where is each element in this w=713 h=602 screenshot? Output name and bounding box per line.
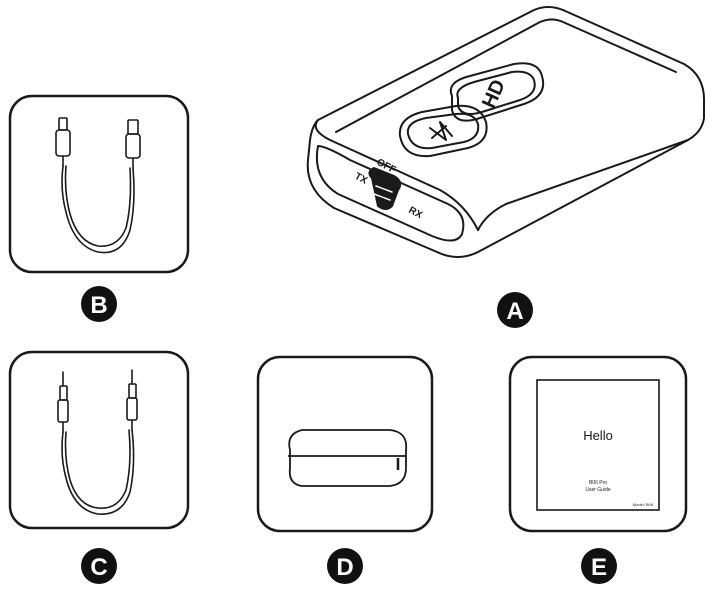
badge-d: D bbox=[327, 548, 363, 584]
usb-cable-illustration bbox=[55, 117, 141, 254]
device-top-bevel bbox=[335, 18, 677, 133]
badge-b: B bbox=[81, 286, 117, 322]
device-top-edge bbox=[314, 119, 479, 231]
badge-d-label: D bbox=[336, 554, 353, 581]
usb-cable-panel bbox=[8, 94, 190, 274]
guide-footer: Model: B06 bbox=[633, 502, 654, 507]
badge-a-label: A bbox=[506, 298, 523, 325]
transmitter-device-illustration: HD TX OFF RX bbox=[306, 6, 706, 258]
badge-a: A bbox=[497, 292, 533, 328]
aux-cable-illustration bbox=[57, 369, 138, 515]
panel-c bbox=[8, 350, 190, 530]
pouch-panel bbox=[256, 355, 434, 533]
guide-subtitle: User Guide bbox=[585, 487, 611, 493]
switch-label-tx: TX bbox=[353, 171, 370, 187]
hd-indicator bbox=[449, 62, 545, 122]
badge-c-label: C bbox=[90, 554, 107, 581]
badge-b-label: B bbox=[90, 292, 107, 319]
device-front-panel bbox=[316, 145, 465, 242]
bluetooth-button bbox=[398, 104, 488, 158]
guide-title: Hello bbox=[583, 428, 613, 443]
panel-b bbox=[8, 94, 190, 274]
panel-e: Hello B06 Pro User Guide Model: B06 bbox=[508, 355, 688, 533]
device-side-edge bbox=[477, 139, 689, 231]
bluetooth-icon bbox=[429, 121, 453, 141]
badge-c: C bbox=[81, 548, 117, 584]
audio-cable-panel bbox=[8, 350, 190, 530]
device-body-outline bbox=[306, 6, 706, 258]
badge-e: E bbox=[581, 548, 617, 584]
panel-d bbox=[256, 355, 434, 533]
user-guide-booklet bbox=[536, 379, 660, 511]
guide-model: B06 Pro bbox=[589, 480, 607, 486]
badge-e-label: E bbox=[591, 554, 607, 581]
storage-pouch-illustration bbox=[288, 429, 408, 487]
power-switch bbox=[368, 167, 402, 210]
